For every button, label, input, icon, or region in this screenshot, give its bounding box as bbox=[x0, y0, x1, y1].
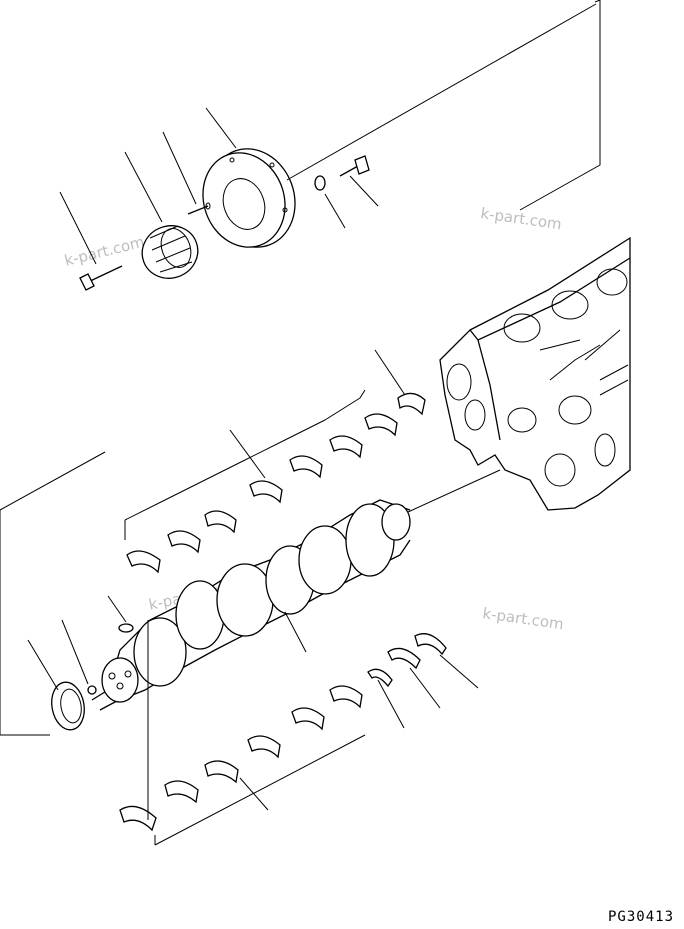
cylinder-block bbox=[439, 236, 631, 511]
thrust-washers bbox=[367, 633, 447, 688]
key bbox=[87, 685, 97, 695]
damper-hub bbox=[141, 225, 199, 279]
mounting-bolt bbox=[79, 265, 123, 291]
pin bbox=[187, 202, 211, 215]
timing-gear bbox=[51, 681, 85, 731]
watermark-top-left: k-part.com bbox=[63, 233, 147, 270]
leader-lines bbox=[0, 0, 601, 846]
pulley-bolt bbox=[339, 155, 370, 177]
washer bbox=[314, 175, 326, 191]
o-ring bbox=[118, 623, 134, 633]
crankshaft-pulley bbox=[202, 148, 296, 248]
lower-main-bearings bbox=[119, 685, 363, 832]
drawing-code: PG30413 bbox=[608, 909, 674, 925]
watermark-right: k-part.com bbox=[481, 604, 564, 633]
watermark-top-right: k-part.com bbox=[479, 204, 562, 233]
crankshaft bbox=[91, 499, 411, 711]
upper-main-bearings bbox=[126, 392, 426, 574]
